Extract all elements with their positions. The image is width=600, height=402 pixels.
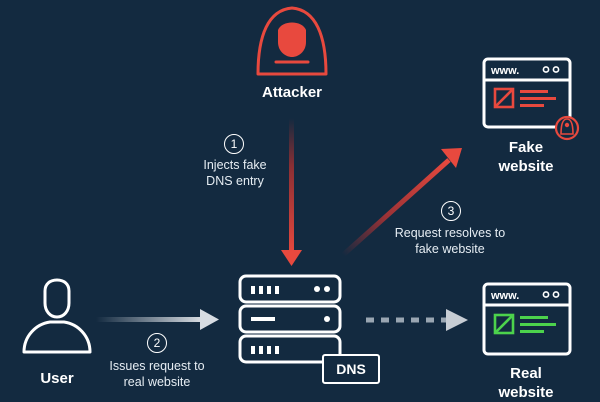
step-1-badge: 1 xyxy=(224,134,244,154)
attacker-hood-icon xyxy=(256,6,328,76)
step-3-caption: Request resolves to fake website xyxy=(380,225,520,257)
dns-server-icon xyxy=(238,274,342,364)
user-label: User xyxy=(40,370,74,387)
fake-website-label-line1: Fake xyxy=(508,139,544,156)
dns-to-real-dashed-arrow xyxy=(366,309,468,331)
dns-to-fake-arrow xyxy=(341,148,462,257)
real-address-text: www. xyxy=(490,290,519,302)
real-website-label-line1: Real xyxy=(510,365,542,382)
real-website-label: Real website xyxy=(470,364,582,402)
step-1-caption-line1: Injects fake xyxy=(203,158,267,172)
real-website-label-line2: website xyxy=(498,384,554,401)
step-3-caption-line1: Request resolves to xyxy=(394,226,506,240)
step-1-caption: Injects fake DNS entry xyxy=(176,157,294,189)
step-1-caption-line2: DNS entry xyxy=(206,174,264,188)
hacker-badge-icon xyxy=(554,115,580,141)
step-2-caption: Issues request to real website xyxy=(98,358,216,390)
user-icon xyxy=(22,278,92,354)
step-3-badge: 3 xyxy=(441,201,461,221)
real-website-window xyxy=(482,282,572,356)
step-2-badge: 2 xyxy=(147,333,167,353)
user-to-dns-arrow xyxy=(96,309,219,330)
fake-address-text: www. xyxy=(490,65,519,77)
fake-website-label-line2: website xyxy=(498,158,554,175)
attacker-to-dns-arrow xyxy=(281,118,302,266)
step-2-caption-line2: real website xyxy=(123,375,191,389)
fake-website-window xyxy=(482,57,572,129)
fake-website-label: Fake website xyxy=(470,138,582,176)
step-3-caption-line2: fake website xyxy=(415,242,485,256)
step-2-caption-line1: Issues request to xyxy=(109,359,205,373)
attacker-label: Attacker xyxy=(261,84,323,101)
dns-server-lights xyxy=(251,286,330,354)
dns-label-badge: DNS xyxy=(322,354,380,384)
